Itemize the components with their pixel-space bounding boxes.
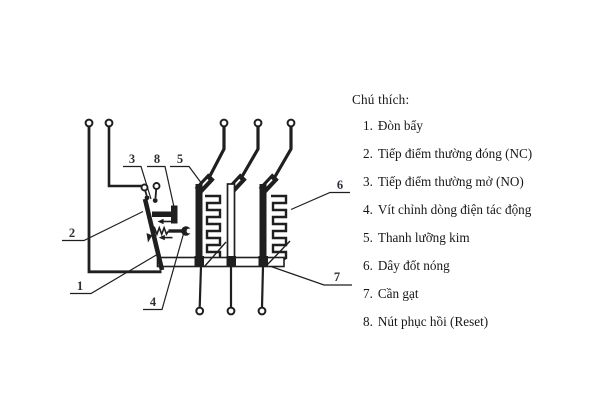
callout-6: 6 bbox=[337, 178, 343, 192]
legend-item-number: 4. bbox=[363, 202, 373, 217]
contact-posts bbox=[140, 182, 161, 203]
terminals bbox=[84, 118, 296, 316]
legend-item-number: 8. bbox=[363, 314, 373, 329]
legend-item-4: 4. Vít chỉnh dòng điện tác động bbox=[352, 202, 582, 218]
legend-item-3: 3. Tiếp điểm thường mở (NO) bbox=[352, 174, 582, 190]
legend-item-5: 5. Thanh lưỡng kim bbox=[352, 230, 582, 246]
no-contact-wire bbox=[107, 126, 143, 188]
bottom-wires bbox=[198, 265, 265, 308]
legend-item-label: Thanh lưỡng kim bbox=[377, 230, 470, 245]
legend-item-number: 7. bbox=[363, 286, 373, 301]
legend-item-label: Đòn bẩy bbox=[377, 118, 423, 133]
trip-bar bbox=[156, 256, 285, 268]
legend-item-label: Nút phục hồi (Reset) bbox=[377, 314, 489, 329]
callout-8: 8 bbox=[154, 152, 160, 166]
legend-item-8: 8. Nút phục hồi (Reset) bbox=[352, 314, 582, 330]
callout-7: 7 bbox=[334, 270, 340, 284]
legend-item-number: 3. bbox=[363, 174, 373, 189]
legend-item-2: 2. Tiếp điểm thường đóng (NC) bbox=[352, 146, 582, 162]
bimetal-strip-1 bbox=[194, 173, 215, 267]
bimetal-strip-2 bbox=[226, 173, 247, 267]
legend: Chú thích: 1. Đòn bẩy 2. Tiếp điểm thường … bbox=[352, 92, 582, 342]
lever bbox=[142, 198, 165, 271]
heater-coil-right bbox=[271, 194, 288, 267]
legend-item-label: Vít chỉnh dòng điện tác động bbox=[377, 202, 532, 217]
legend-item-number: 1. bbox=[363, 118, 373, 133]
legend-item-label: Tiếp điểm thường mở (NO) bbox=[377, 174, 524, 189]
legend-item-label: Dây đốt nóng bbox=[377, 258, 450, 273]
nc-contact-wire bbox=[87, 126, 162, 274]
legend-item-label: Cần gạt bbox=[377, 286, 419, 301]
phase-wires bbox=[204, 126, 293, 185]
legend-item-1: 1. Đòn bẩy bbox=[352, 118, 582, 134]
reset-pushrod bbox=[152, 205, 178, 225]
legend-item-7: 7. Cần gạt bbox=[352, 286, 582, 302]
legend-item-6: 6. Dây đốt nóng bbox=[352, 258, 582, 274]
adjusting-screw bbox=[151, 225, 194, 241]
legend-item-number: 5. bbox=[363, 230, 373, 245]
legend-item-number: 6. bbox=[363, 258, 373, 273]
legend-title: Chú thích: bbox=[352, 92, 410, 107]
legend-item-number: 2. bbox=[363, 146, 373, 161]
callout-4: 4 bbox=[150, 295, 157, 309]
legend-item-label: Tiếp điểm thường đóng (NC) bbox=[377, 146, 533, 161]
callout-3: 3 bbox=[129, 152, 135, 166]
trip-bar-ticks bbox=[203, 240, 291, 268]
callout-leaders bbox=[62, 165, 352, 311]
bimetal-strip-3 bbox=[258, 173, 279, 267]
heater-coil-left bbox=[205, 194, 222, 267]
callout-2: 2 bbox=[69, 226, 75, 240]
callout-1: 1 bbox=[77, 279, 83, 293]
callout-5: 5 bbox=[177, 152, 183, 166]
